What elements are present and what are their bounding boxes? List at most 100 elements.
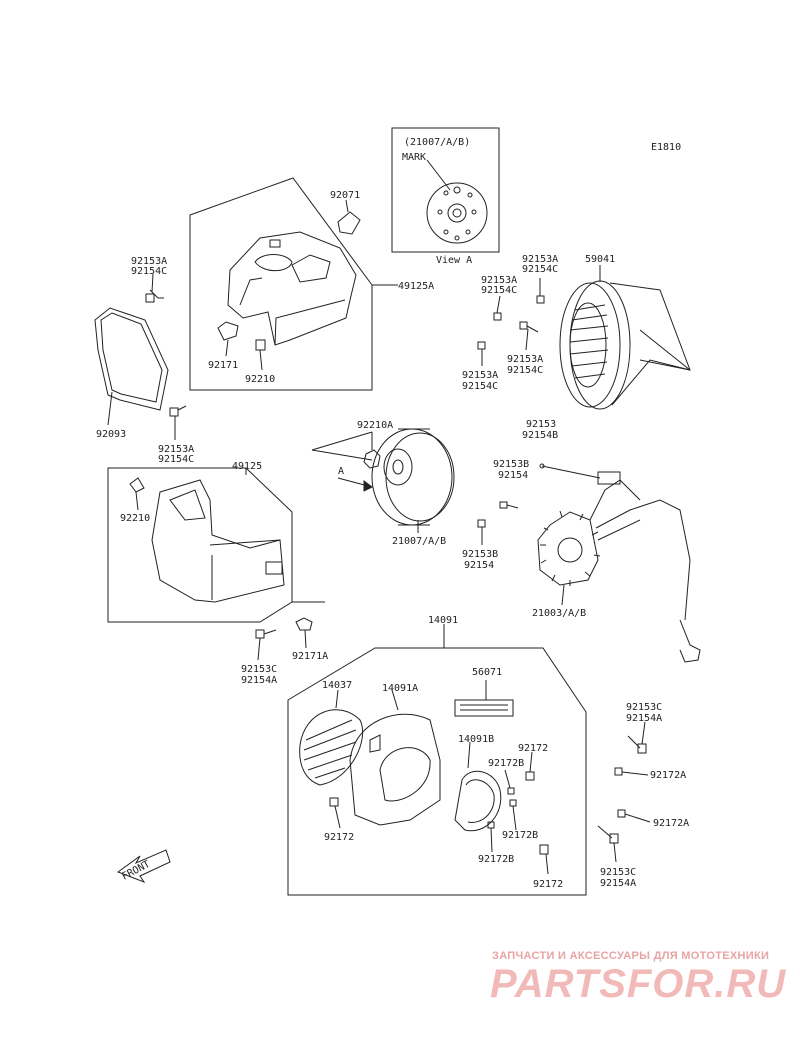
bolt-92153A-right-2 [536, 278, 545, 304]
screw-92172B-b [509, 799, 517, 831]
label-92171: 92171 [208, 360, 238, 371]
view-a-mark: MARK [402, 152, 426, 163]
label-92172B-a: 92172B [488, 758, 524, 769]
label-49125A: 49125A [398, 281, 434, 292]
front-arrow [116, 849, 171, 884]
label-92154C-r2: 92154C [522, 264, 558, 275]
view-a-arrowhead [363, 480, 373, 492]
bolt-92153C-right-2 [597, 825, 619, 863]
screw-92172A-1 [614, 767, 649, 776]
bolt-92153B-2 [477, 519, 486, 545]
label-92172B-c: 92172B [478, 854, 514, 865]
clip-92210-upper [255, 339, 266, 371]
label-92210-lower: 92210 [120, 513, 150, 524]
upper-shroud-frame [189, 177, 373, 391]
screw-92172B-c [487, 821, 495, 853]
label-14091: 14091 [428, 615, 458, 626]
label-56071 [454, 680, 514, 717]
label-92172-a: 92172 [518, 743, 548, 754]
label-92171A: 92171A [292, 651, 328, 662]
lower-fan-shroud [151, 479, 285, 603]
flywheel-rotor [371, 428, 455, 526]
screw-92172-b [329, 797, 341, 829]
label-92210-upper: 92210 [245, 374, 275, 385]
label-14037: 14037 [322, 680, 352, 691]
leader-21003 [561, 584, 565, 606]
bolt-92153A-right-3 [519, 321, 539, 351]
label-92172B-b: 92172B [502, 830, 538, 841]
label-92172A-2: 92172A [653, 818, 689, 829]
view-a-arrow-label: A [338, 466, 344, 477]
label-92154C-r1: 92154C [481, 285, 517, 296]
gasket-92093 [94, 307, 169, 411]
bolt-92153B-1 [499, 501, 519, 509]
label-92172A-1: 92172A [650, 770, 686, 781]
label-92153A-l2: 92153A [158, 444, 194, 455]
watermark-tagline: ЗАПЧАСТИ И АКСЕССУАРЫ ДЛЯ МОТОТЕХНИКИ [492, 950, 770, 962]
label-92153B-2: 92153B [462, 549, 498, 560]
view-a-mark-leader [426, 159, 451, 191]
label-92154C-l2: 92154C [158, 454, 194, 465]
label-92154-1: 92154 [498, 470, 528, 481]
diagram-code: E1810 [651, 142, 681, 153]
label-92153C-l: 92153C [241, 664, 277, 675]
label-92153B-1: 92153B [493, 459, 529, 470]
clip-92171 [217, 321, 239, 357]
bolt-92153-stator [539, 463, 601, 479]
label-92154A-r1: 92154A [626, 713, 662, 724]
label-92154C-r4: 92154C [462, 381, 498, 392]
label-21007: 21007/A/B [392, 536, 446, 547]
label-92154A-r2: 92154A [600, 878, 636, 889]
label-92154C-l1: 92154C [131, 266, 167, 277]
bolt-92153A-left-2 [169, 405, 187, 440]
leader-92093 [107, 391, 113, 426]
cooling-fan [559, 280, 691, 410]
view-a-caption: View A [436, 255, 472, 266]
screw-92172B-a [504, 769, 515, 795]
clip-92210-lower [129, 477, 145, 511]
upper-fan-shroud [227, 231, 357, 346]
label-92153C-r1: 92153C [626, 702, 662, 713]
label-21003: 21003/A/B [532, 608, 586, 619]
label-14091B: 14091B [458, 734, 494, 745]
label-92153A-r4: 92153A [462, 370, 498, 381]
screw-92172-a [525, 751, 535, 781]
bolt-92153A-right-4 [477, 341, 486, 366]
bolt-92153C-left [255, 629, 277, 661]
label-92071: 92071 [330, 190, 360, 201]
rotor-axis-line-upper [311, 449, 373, 461]
grille-14037 [299, 689, 364, 786]
label-59041: 59041 [585, 254, 615, 265]
rotor-axis-line-lower [311, 431, 373, 451]
view-a-ref: (21007/A/B) [404, 137, 470, 148]
label-92153: 92153 [526, 419, 556, 430]
label-92153A-r1: 92153A [481, 275, 517, 286]
label-92154-2: 92154 [464, 560, 494, 571]
label-92154A-l: 92154A [241, 675, 277, 686]
label-92153A-r2: 92153A [522, 254, 558, 265]
grommet-92071 [337, 211, 361, 235]
label-92172-c: 92172 [533, 879, 563, 890]
label-14091A: 14091A [382, 683, 418, 694]
label-92154C-r3: 92154C [507, 365, 543, 376]
gasket-92093-inner [100, 312, 163, 403]
screw-92172A-2 [617, 809, 651, 823]
bolt-92153C-right-1 [627, 721, 647, 754]
label-92153C-r2: 92153C [600, 867, 636, 878]
bolt-92153A-right-1 [493, 295, 502, 321]
screw-92172-c [539, 844, 549, 875]
cover-group-frame [287, 647, 587, 896]
bolt-92153A-left-1 [145, 273, 164, 303]
label-92172-b: 92172 [324, 832, 354, 843]
clip-92171A [295, 617, 313, 649]
label-92154B: 92154B [522, 430, 558, 441]
label-56071: 56071 [472, 667, 502, 678]
label-92153A-r3: 92153A [507, 354, 543, 365]
fan-cover-14091A [349, 689, 441, 826]
nut-92210A [363, 432, 381, 469]
plate-14091B [454, 741, 502, 832]
watermark-logo: PARTSFOR.RU [490, 962, 787, 1006]
stator-assembly [537, 471, 701, 663]
